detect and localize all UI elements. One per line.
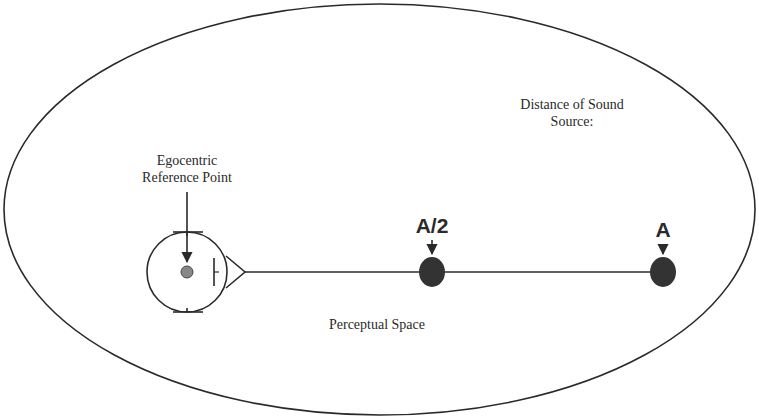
perceptual-space-region: Perceptual Space <box>3 3 756 416</box>
region-outline <box>3 3 756 416</box>
reference-label: Egocentric Reference Point <box>132 152 242 186</box>
distance-label: Distance of Sound Source: <box>512 96 632 130</box>
distance-marker: A <box>633 218 693 242</box>
region-label: Perceptual Space <box>277 316 477 333</box>
distance-marker: A/2 <box>392 214 472 238</box>
